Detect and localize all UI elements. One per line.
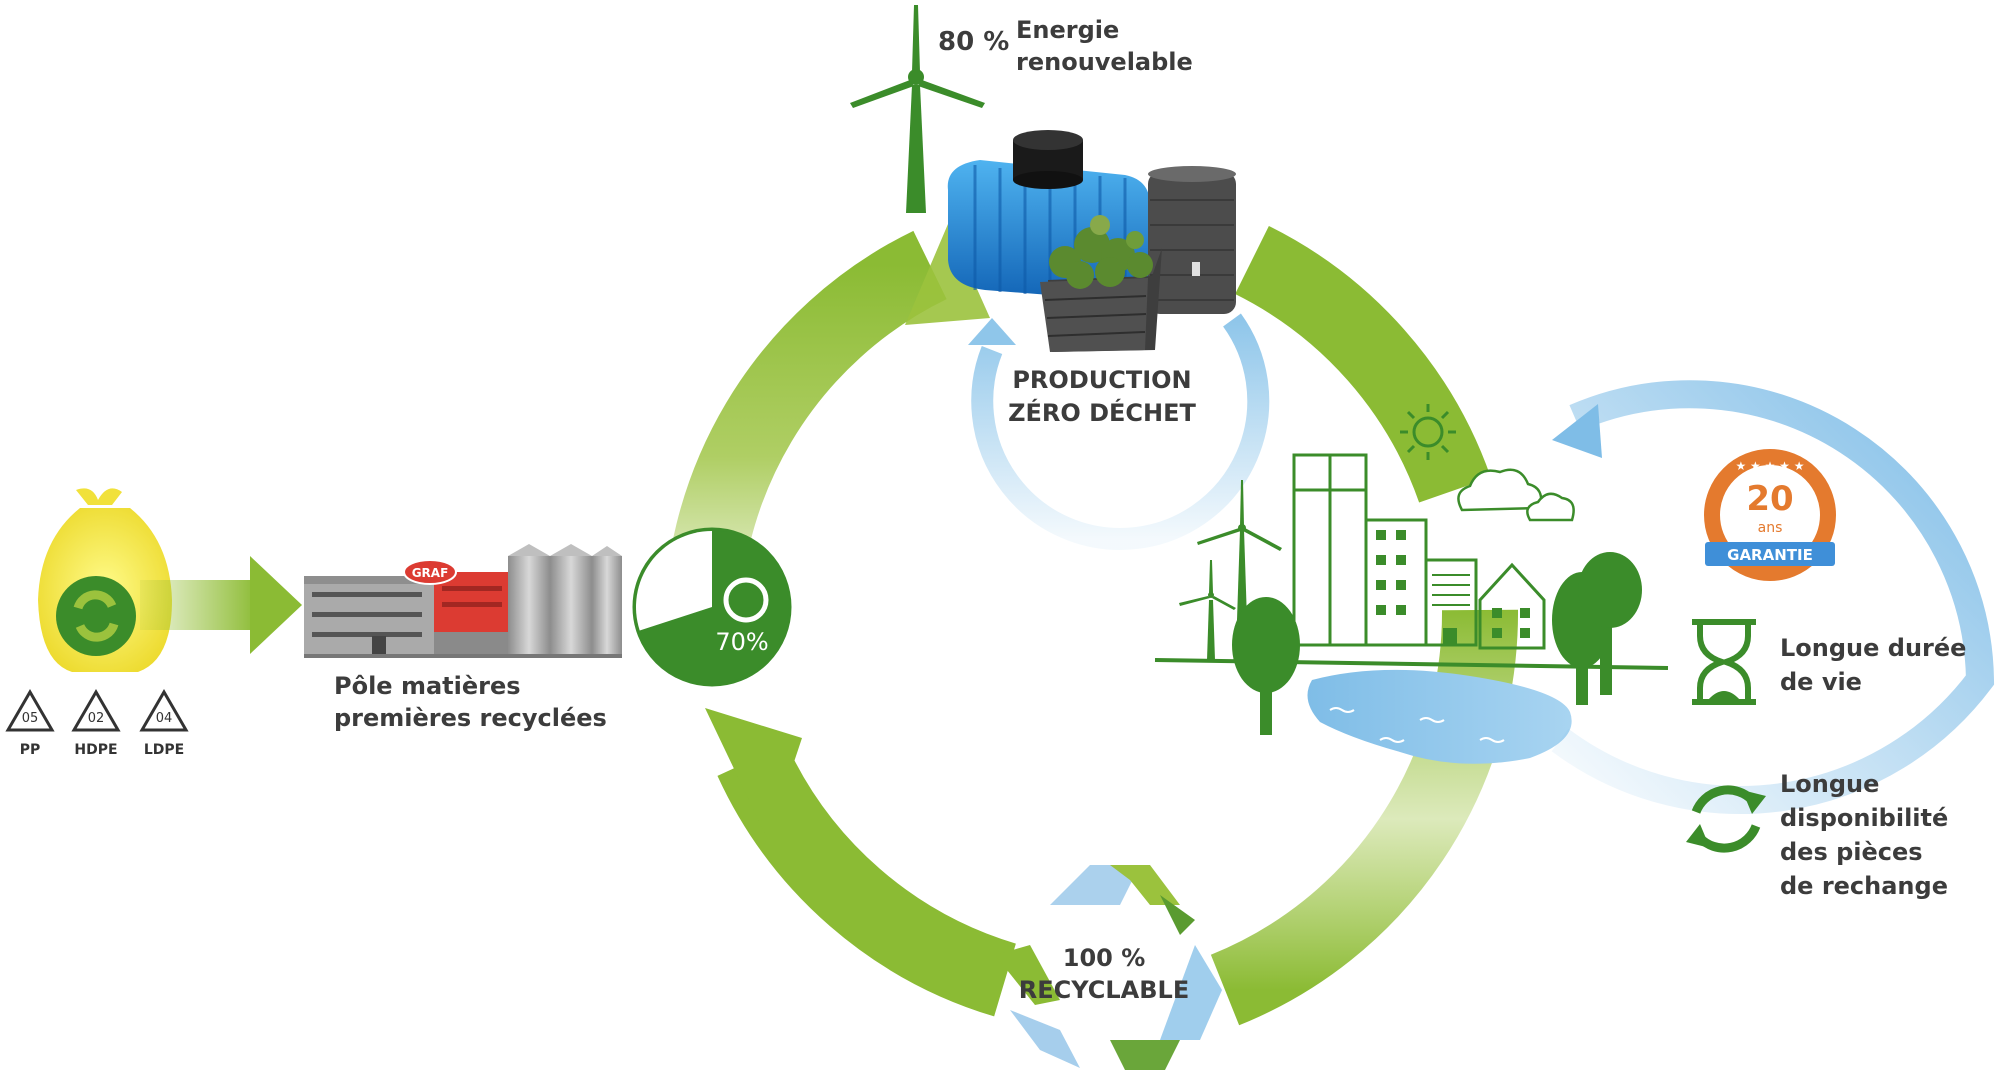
cycle-arc-top-right: [1234, 225, 1491, 503]
production-label-line1: PRODUCTION: [1012, 366, 1191, 394]
recycled-share-label: 70%: [715, 628, 768, 656]
zero-waste-loop: [968, 313, 1270, 550]
resin-code-hdpe-name: HDPE: [74, 742, 117, 758]
pie-non-recycled-wedge: [636, 531, 712, 631]
green-dot-icon: [723, 577, 769, 623]
benefit-parts-line3: des pièces: [1780, 838, 1923, 866]
lifetime-loop: [1551, 380, 1995, 814]
guarantee-badge: ★ ★ ★ ★ ★ 20 ans GARANTIE: [1704, 449, 1836, 581]
arrow-to-factory: [140, 556, 302, 654]
wind-turbine-icon: [850, 5, 985, 213]
resin-code-hdpe: 02 HDPE: [71, 689, 121, 758]
factory-illustration: GRAF: [304, 544, 622, 658]
benefit-parts-line2: disponibilité: [1780, 804, 1948, 832]
resin-code-ldpe: 04 LDPE: [139, 689, 189, 758]
badge-stars: ★ ★ ★ ★ ★: [1735, 459, 1804, 473]
yellow-bag-icon: [38, 488, 172, 672]
lifetime-loop-arrowhead: [1552, 404, 1602, 458]
trees-right: [1552, 552, 1642, 705]
guarantee-unit: ans: [1758, 520, 1783, 536]
energy-label-line2: renouvelable: [1016, 48, 1193, 76]
zero-waste-arrowhead: [968, 318, 1016, 345]
factory-brand-logo: GRAF: [412, 566, 449, 580]
sun-icon: [1400, 404, 1456, 460]
hourglass-icon: [1692, 619, 1756, 705]
energy-percent: 80 %: [938, 27, 1009, 57]
product-grey-collector: [1148, 166, 1236, 314]
resin-codes: 05 PP 02 HDPE 04 LDPE: [5, 689, 189, 758]
recycle-symbol-icon: [995, 865, 1222, 1070]
cycle-arc-bottom-left: [717, 743, 1017, 1017]
recyclable-label-line1: 100 %: [1063, 944, 1146, 972]
resin-code-pp: 05 PP: [5, 689, 55, 758]
resin-code-ldpe-number: 04: [156, 711, 173, 726]
production-label-line2: ZÉRO DÉCHET: [1008, 398, 1196, 427]
cycle-arrowhead-left: [705, 708, 802, 840]
guarantee-label: GARANTIE: [1727, 546, 1813, 564]
factory-label-line1: Pôle matières: [334, 672, 521, 700]
factory-label-line2: premières recyclées: [334, 704, 607, 732]
lake: [1307, 669, 1572, 764]
energy-label-line1: Energie: [1016, 16, 1119, 44]
cycle-arrowhead-top: [905, 224, 990, 325]
resin-code-hdpe-number: 02: [88, 711, 105, 726]
city-scene: [1154, 453, 1669, 764]
tree-left: [1232, 597, 1300, 735]
benefit-parts-line4: de rechange: [1780, 872, 1948, 900]
product-planter: [1040, 215, 1162, 352]
resin-code-ldpe-name: LDPE: [144, 742, 184, 758]
guarantee-years: 20: [1746, 479, 1793, 519]
benefit-lifetime-line2: de vie: [1780, 668, 1862, 696]
resin-code-pp-number: 05: [22, 711, 39, 726]
recyclable-label-line2: RECYCLABLE: [1019, 976, 1189, 1004]
recycle-arrows-icon: [1686, 785, 1766, 853]
clouds-icon: [1457, 468, 1575, 522]
benefit-lifetime-line1: Longue durée: [1780, 634, 1966, 662]
resin-code-pp-name: PP: [20, 742, 41, 758]
recycled-share-pie: 70%: [632, 527, 792, 687]
benefit-parts-line1: Longue: [1780, 770, 1879, 798]
